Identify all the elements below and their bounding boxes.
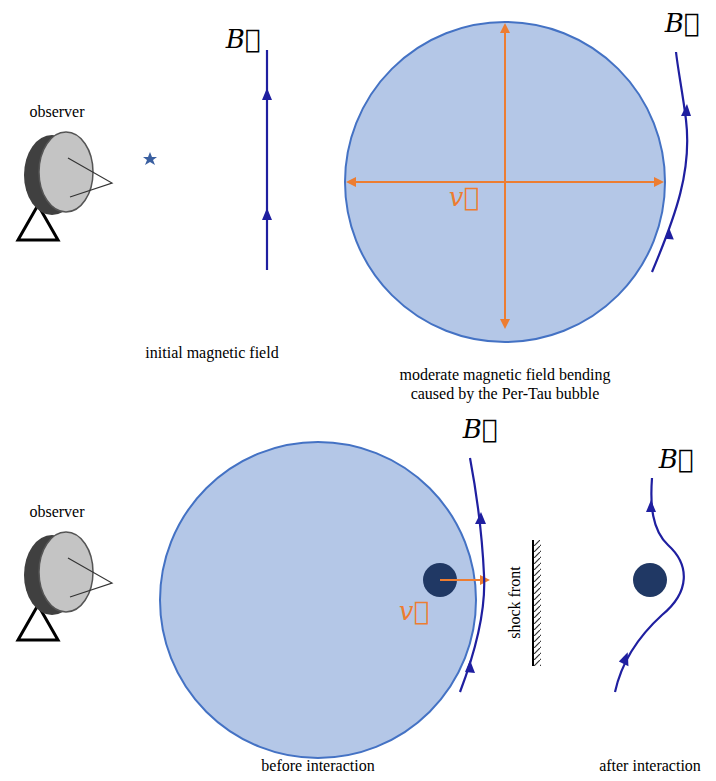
- observer-dish: [18, 132, 112, 240]
- field-symbol: B⃗: [659, 444, 694, 475]
- bubble: [160, 442, 476, 758]
- velocity-symbol: v⃗: [449, 182, 479, 213]
- bent-field-line: [652, 52, 691, 272]
- field-symbol: B⃗: [665, 8, 700, 39]
- star: [143, 152, 157, 165]
- field-line: [262, 50, 272, 270]
- field-symbol: B⃗: [226, 24, 261, 55]
- caption: after interaction: [599, 756, 701, 775]
- field-symbol: B⃗: [463, 414, 498, 445]
- caption: initial magnetic field: [145, 343, 278, 362]
- caption: before interaction: [261, 756, 374, 775]
- observer-label: observer: [29, 102, 84, 121]
- observer-dish: [18, 532, 112, 640]
- cloud: [633, 563, 667, 597]
- observer-label: observer: [29, 502, 84, 521]
- draped-field-line: [615, 478, 684, 692]
- bubble: [345, 22, 665, 342]
- caption: moderate magnetic field bending caused b…: [380, 365, 630, 403]
- velocity-arrow: [440, 575, 490, 585]
- velocity-symbol: v⃗: [399, 596, 429, 627]
- shock-front: [533, 540, 541, 666]
- shock-front-label: shock front: [504, 567, 523, 639]
- velocity-cross: [346, 23, 664, 329]
- bent-field-line: [460, 458, 486, 692]
